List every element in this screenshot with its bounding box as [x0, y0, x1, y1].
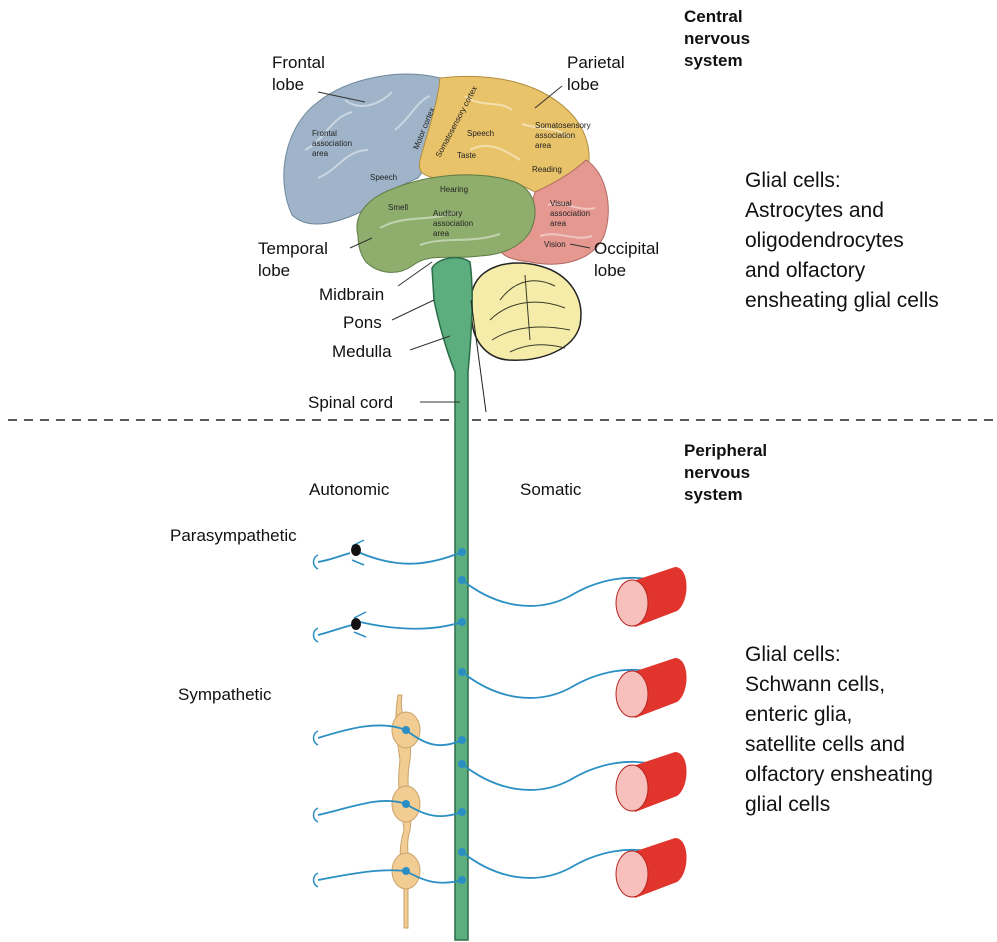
area-somatosensory-association-line-3: area — [535, 141, 552, 150]
label-temporal-line-1: Temporal — [258, 238, 328, 260]
pns-glial-cells: Glial cells: Schwann cells, enteric glia… — [745, 640, 933, 820]
area-auditory-association-line-3: area — [433, 229, 450, 238]
label-parietal-line-2: lobe — [567, 74, 625, 96]
pns-heading-line-1: Peripheral — [684, 440, 767, 462]
label-somatic: Somatic — [520, 479, 581, 501]
nerves — [318, 552, 652, 883]
area-auditory-association-line-1: Auditory — [433, 209, 462, 218]
label-spinal-cord: Spinal cord — [308, 392, 393, 414]
label-frontal-line-2: lobe — [272, 74, 325, 96]
pns-glial-line-3: enteric glia, — [745, 700, 933, 730]
area-frontal-association-line-2: association — [312, 139, 352, 148]
cns-glial-line-3: oligodendrocytes — [745, 226, 939, 256]
pns-glial-line-5: olfactory ensheating — [745, 760, 933, 790]
label-temporal-lobe: Temporal lobe — [258, 238, 328, 282]
pns-glial-line-6: glial cells — [745, 790, 933, 820]
cns-heading-line-2: nervous — [684, 28, 750, 50]
area-visual-association-line-2: association — [550, 209, 590, 218]
label-pons: Pons — [343, 312, 382, 334]
label-autonomic: Autonomic — [309, 479, 389, 501]
cns-glial-line-2: Astrocytes and — [745, 196, 939, 226]
cns-glial-line-4: and olfactory — [745, 256, 939, 286]
area-vision: Vision — [544, 240, 566, 249]
cns-glial-line-5: ensheating glial cells — [745, 286, 939, 316]
area-frontal-association-line-1: Frontal — [312, 129, 337, 138]
area-frontal-association-line-3: area — [312, 149, 329, 158]
label-temporal-line-2: lobe — [258, 260, 328, 282]
area-visual-association-line-1: Visual — [550, 199, 572, 208]
area-auditory-association-line-2: association — [433, 219, 473, 228]
label-midbrain: Midbrain — [319, 284, 384, 306]
pns-heading-line-3: system — [684, 484, 767, 506]
label-frontal-line-1: Frontal — [272, 52, 325, 74]
area-smell: Smell — [388, 203, 408, 212]
cns-glial-line-1: Glial cells: — [745, 166, 939, 196]
muscle — [616, 838, 687, 898]
label-frontal-lobe: Frontal lobe — [272, 52, 325, 96]
label-medulla: Medulla — [332, 341, 392, 363]
area-speech-frontal: Speech — [370, 173, 397, 182]
muscle — [616, 567, 687, 627]
muscles — [616, 567, 687, 898]
area-somatosensory-association-line-1: Somatosensory — [535, 121, 591, 130]
spinal-cord-shape — [432, 258, 472, 940]
label-parietal-lobe: Parietal lobe — [567, 52, 625, 96]
area-speech-parietal: Speech — [467, 129, 494, 138]
cns-glial-cells: Glial cells: Astrocytes and oligodendroc… — [745, 166, 939, 316]
area-somatosensory-association-line-2: association — [535, 131, 575, 140]
pns-heading: Peripheral nervous system — [684, 440, 767, 506]
cns-heading-line-3: system — [684, 50, 750, 72]
label-occipital-line-2: lobe — [594, 260, 659, 282]
pns-heading-line-2: nervous — [684, 462, 767, 484]
label-parasympathetic: Parasympathetic — [170, 525, 297, 547]
pns-glial-line-1: Glial cells: — [745, 640, 933, 670]
nerve-endings — [314, 540, 367, 887]
cns-heading-line-1: Central — [684, 6, 750, 28]
area-reading: Reading — [532, 165, 562, 174]
pns-glial-line-4: satellite cells and — [745, 730, 933, 760]
pns-glial-line-2: Schwann cells, — [745, 670, 933, 700]
label-parietal-line-1: Parietal — [567, 52, 625, 74]
label-sympathetic: Sympathetic — [178, 684, 272, 706]
label-occipital-line-1: Occipital — [594, 238, 659, 260]
area-visual-association-line-3: area — [550, 219, 567, 228]
cerebellum-shape — [472, 263, 581, 360]
label-occipital-lobe: Occipital lobe — [594, 238, 659, 282]
area-taste: Taste — [457, 151, 477, 160]
muscle — [616, 658, 687, 718]
parasympathetic-ganglion — [351, 544, 361, 556]
muscle — [616, 752, 687, 812]
parasympathetic-ganglion — [351, 618, 361, 630]
cns-heading: Central nervous system — [684, 6, 750, 72]
area-hearing: Hearing — [440, 185, 468, 194]
